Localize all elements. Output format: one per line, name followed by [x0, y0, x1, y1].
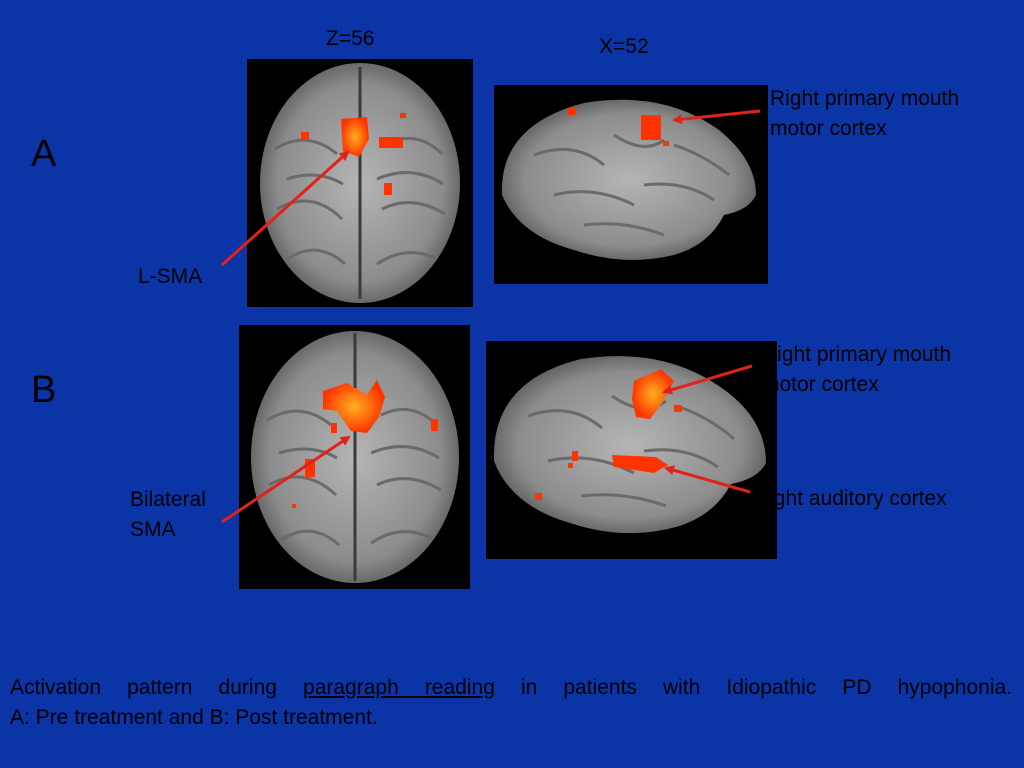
sagittal-slice-label: X=52: [599, 35, 649, 58]
label-a-mouth-motor-2: motor cortex: [770, 117, 887, 140]
caption-line-2: A: Pre treatment and B: Post treatment.: [10, 706, 378, 729]
label-b-mouth-motor-2: motor cortex: [762, 373, 879, 396]
caption-part-1: Activation pattern during: [10, 676, 277, 699]
caption-part-2: in patients with Idiopathic PD hypophoni…: [520, 676, 1013, 699]
caption-underlined: paragraph reading: [303, 676, 495, 699]
brain-axial-pre: [247, 59, 473, 307]
label-b-mouth-motor-1: Right primary mouth: [762, 343, 952, 366]
row-label-b: B: [31, 369, 57, 411]
brain-sagittal-post: [486, 341, 777, 559]
label-l-sma: L-SMA: [138, 265, 203, 288]
row-label-a: A: [31, 133, 57, 175]
label-auditory-cortex: Right auditory cortex: [754, 487, 947, 510]
figure-caption: Activation pattern during paragraph read…: [10, 673, 1012, 733]
label-bilateral-2: SMA: [130, 518, 176, 541]
brain-axial-post: [239, 325, 470, 589]
brain-sagittal-pre: [494, 85, 768, 284]
label-bilateral-1: Bilateral: [130, 488, 206, 511]
label-a-mouth-motor-1: Right primary mouth: [770, 87, 960, 110]
axial-slice-label: Z=56: [326, 27, 375, 50]
caption-line-1: Activation pattern during paragraph read…: [10, 673, 1012, 703]
